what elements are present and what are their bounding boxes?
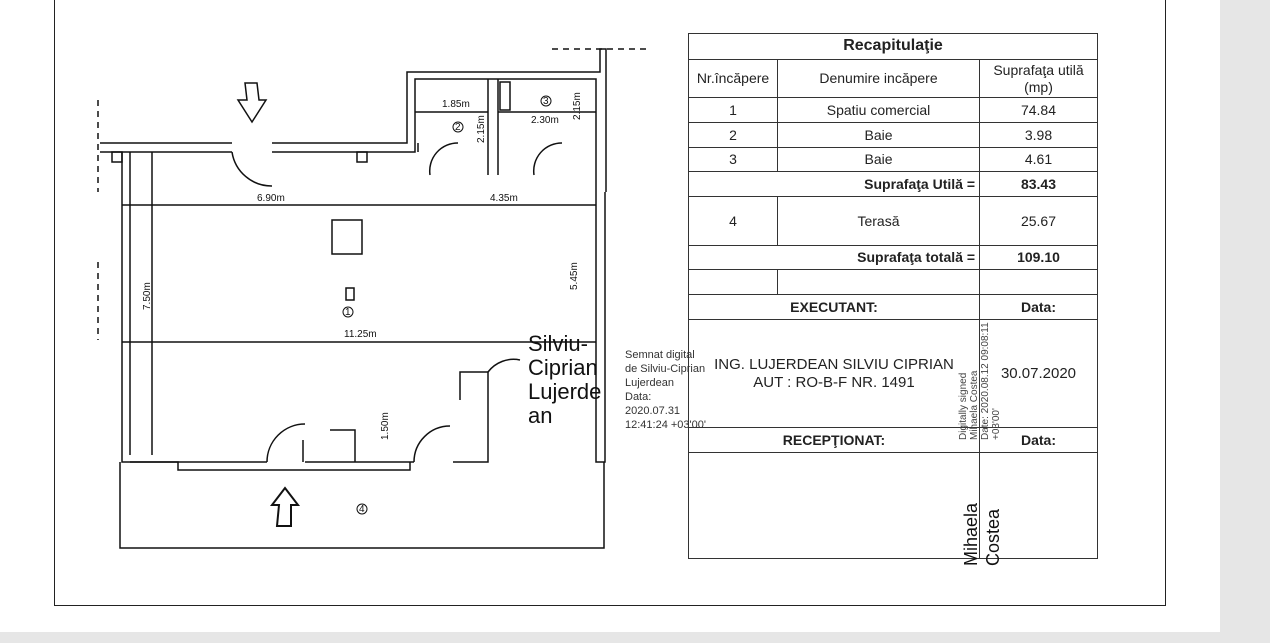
dim-11-25: 11.25m [344, 329, 377, 340]
page-frame [54, 0, 1166, 606]
dim-4-35: 4.35m [490, 193, 518, 204]
room-3-label: 3 [543, 96, 549, 107]
dim-1-85: 1.85m [442, 99, 470, 110]
receptionat-label: RECEPŢIONAT: [688, 427, 980, 453]
executant-name: ING. LUJERDEAN SILVIU CIPRIAN [714, 356, 954, 374]
dim-5-45: 5.45m [569, 262, 580, 290]
dim-7-50: 7.50m [142, 282, 153, 310]
room-2-label: 2 [455, 122, 461, 133]
floor-plan: 1.85m 2.15m 2.30m 2.15m 6.90m 4.35m 7.50… [97, 48, 646, 549]
dim-1-50: 1.50m [380, 412, 391, 440]
dim-2-15b: 2.15m [572, 92, 583, 120]
dim-2-15a: 2.15m [476, 115, 487, 143]
dim-2-30: 2.30m [531, 115, 559, 126]
room-1-label: 1 [345, 307, 351, 318]
data-label: Data: [979, 294, 1098, 320]
total-label: Suprafaţa totală = [688, 245, 980, 270]
header-name: Denumire incăpere [777, 59, 980, 98]
util-label: Suprafaţa Utilă = [688, 171, 980, 197]
util-value: 83.43 [979, 171, 1098, 197]
room-4-label: 4 [359, 504, 365, 515]
header-area: Suprafaţa utilă (mp) [979, 59, 1098, 98]
executant-aut: AUT : RO-B-F NR. 1491 [753, 373, 915, 391]
header-nr: Nr.încăpere [688, 59, 778, 98]
dim-6-90: 6.90m [257, 193, 285, 204]
table-title: Recapitulaţie [688, 33, 1098, 60]
total-value: 109.10 [979, 245, 1098, 270]
executant-label: EXECUTANT: [688, 294, 980, 320]
